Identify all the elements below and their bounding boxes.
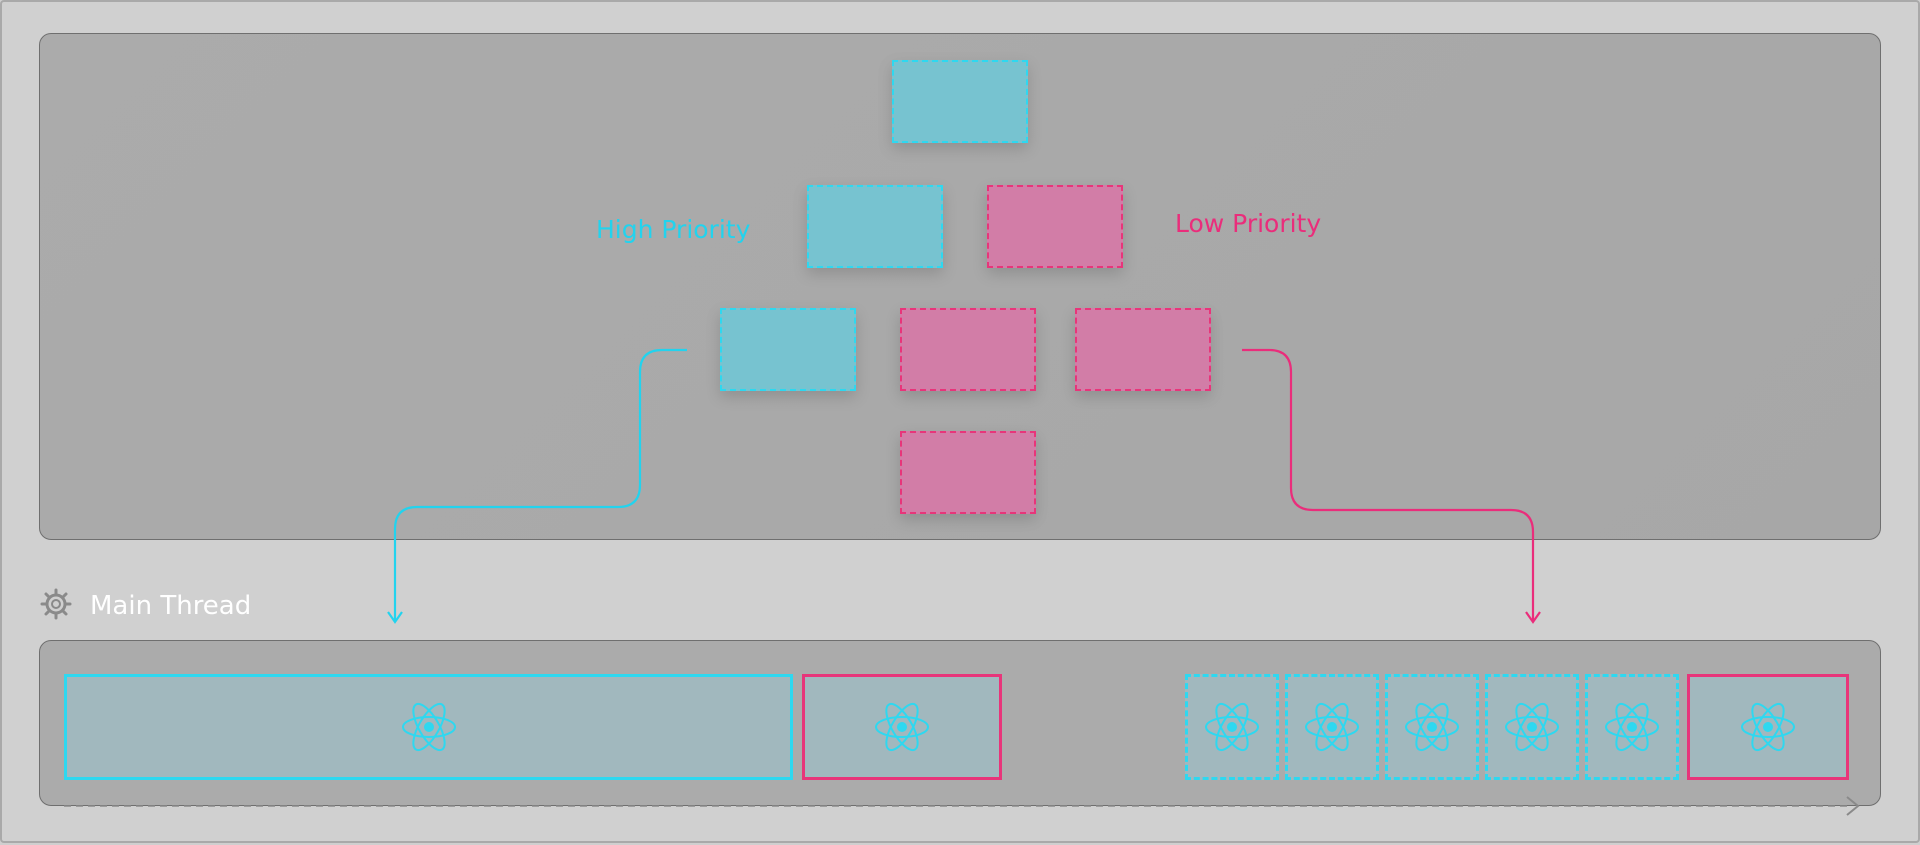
react-icon [1303, 701, 1361, 753]
tree-node-root [892, 60, 1028, 143]
task-block [802, 674, 1002, 780]
high-priority-label: High Priority [596, 215, 751, 244]
gear-icon [40, 588, 72, 624]
task-block [1285, 674, 1379, 780]
task-block [1185, 674, 1279, 780]
react-icon [1403, 701, 1461, 753]
timeline-arrowhead [1846, 796, 1860, 816]
task-block [1585, 674, 1679, 780]
tree-node-level3 [900, 431, 1036, 514]
tree-node-level2-right [1075, 308, 1211, 391]
react-icon [400, 701, 458, 753]
tree-node-level1-left [807, 185, 943, 268]
task-block [1485, 674, 1579, 780]
main-thread-header: Main Thread [40, 588, 251, 624]
tree-node-level1-right [987, 185, 1123, 268]
react-icon [873, 701, 931, 753]
high-priority-arrow [393, 348, 687, 620]
task-block [1385, 674, 1479, 780]
low-priority-arrow [1242, 348, 1535, 620]
react-icon [1203, 701, 1261, 753]
low-priority-label: Low Priority [1175, 209, 1322, 238]
tree-node-level2-middle [900, 308, 1036, 391]
react-icon [1503, 701, 1561, 753]
react-icon [1739, 701, 1797, 753]
low-priority-arrowhead [1525, 611, 1541, 624]
react-icon [1603, 701, 1661, 753]
task-block [1687, 674, 1849, 780]
high-priority-arrowhead [387, 611, 403, 624]
main-thread-title: Main Thread [90, 591, 252, 621]
task-block [64, 674, 793, 780]
tree-node-level2-left [720, 308, 856, 391]
